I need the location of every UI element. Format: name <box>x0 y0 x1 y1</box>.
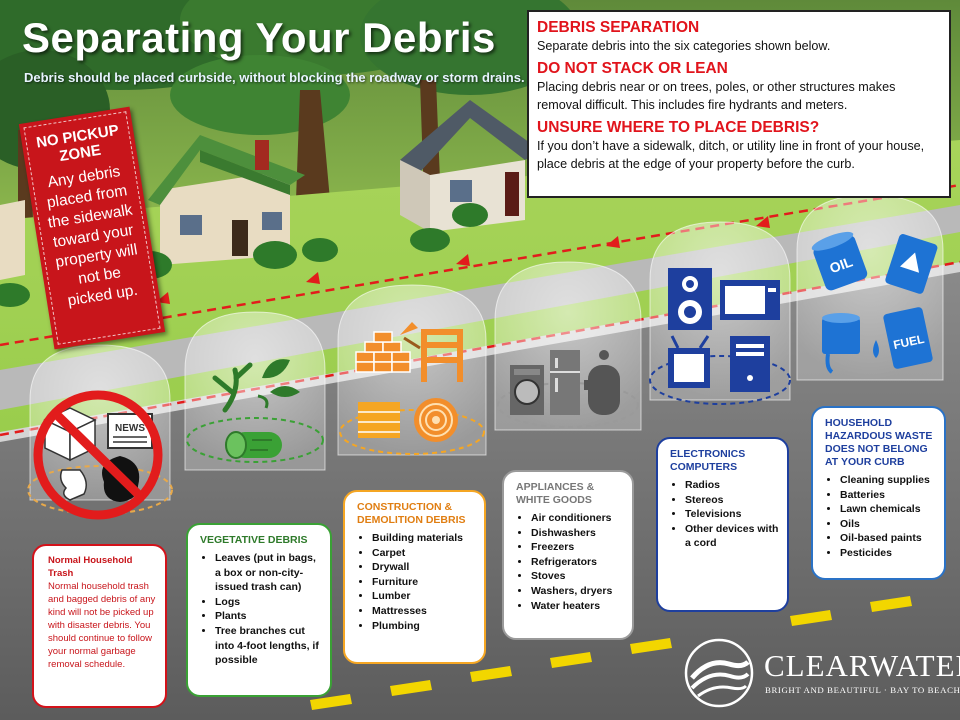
item-list: Air conditioners Dishwashers Freezers Re… <box>516 511 624 613</box>
list-item: Televisions <box>685 507 779 522</box>
list-item: Dishwashers <box>531 526 624 541</box>
list-item: Washers, dryers <box>531 584 624 599</box>
list-item: Oils <box>840 517 936 532</box>
bricks-chair-icon <box>355 322 463 442</box>
list-item: Pesticides <box>840 546 936 561</box>
list-item: Batteries <box>840 488 936 503</box>
dome-trash <box>27 344 173 515</box>
hazardous-icon: OIL FUEL <box>811 231 938 374</box>
list-item: Leaves (put in bags, a box or non-city-i… <box>215 551 322 595</box>
list-item: Refrigerators <box>531 555 624 570</box>
logo-name: CLEARWATER <box>764 648 960 683</box>
card-title: Normal Household Trash <box>48 555 133 579</box>
list-item: Furniture <box>372 575 476 590</box>
dome-vegetative <box>184 311 326 471</box>
list-item: Logs <box>215 595 322 610</box>
card-appliances: APPLIANCES & WHITE GOODS Air conditioner… <box>502 470 634 640</box>
house-far-left <box>0 200 25 280</box>
appliances-icon <box>510 350 620 415</box>
card-vegetative-debris: VEGETATIVE DEBRIS Leaves (put in bags, a… <box>186 523 332 697</box>
no-trash-icon: NEWS <box>33 390 163 520</box>
list-item: Lawn chemicals <box>840 502 936 517</box>
list-item: Oil-based paints <box>840 531 936 546</box>
electronics-icon <box>668 268 780 392</box>
card-title: HOUSEHOLD HAZARDOUS WASTE DOES NOT BELON… <box>825 417 933 468</box>
list-item: Water heaters <box>531 599 624 614</box>
list-item: Carpet <box>372 546 476 561</box>
news-text: NEWS <box>115 423 145 434</box>
list-item: Other devices with a cord <box>685 522 779 551</box>
card-title: VEGETATIVE DEBRIS <box>200 534 308 546</box>
card-title: ELECTRONICS COMPUTERS <box>670 448 746 473</box>
page-title: Separating Your Debris <box>22 14 496 61</box>
list-item: Plumbing <box>372 619 476 634</box>
list-item: Radios <box>685 478 779 493</box>
page-subtitle: Debris should be placed curbside, withou… <box>24 70 525 85</box>
clearwater-logo: CLEARWATER BRIGHT AND BEAUTIFUL · BAY TO… <box>684 638 960 708</box>
list-item: Air conditioners <box>531 511 624 526</box>
separation-heading: DEBRIS SEPARATION <box>537 19 700 36</box>
card-body: Normal household trash and bagged debris… <box>48 581 156 670</box>
unsure-heading: UNSURE WHERE TO PLACE DEBRIS? <box>537 119 820 136</box>
branches-logs-icon <box>212 359 300 459</box>
list-item: Stoves <box>531 569 624 584</box>
card-title: APPLIANCES & WHITE GOODS <box>516 481 595 506</box>
item-list: Radios Stereos Televisions Other devices… <box>670 478 779 551</box>
list-item: Mattresses <box>372 604 476 619</box>
no-pickup-zone-sign: NO PICKUP ZONE Any debris placed from th… <box>18 106 166 350</box>
logo-tagline: BRIGHT AND BEAUTIFUL · BAY TO BEACH <box>765 685 960 695</box>
list-item: Tree branches cut into 4-foot lengths, i… <box>215 624 322 668</box>
list-item: Plants <box>215 609 322 624</box>
list-item: Freezers <box>531 540 624 555</box>
item-list: Leaves (put in bags, a box or non-city-i… <box>200 551 322 668</box>
list-item: Stereos <box>685 493 779 508</box>
clearwater-wave-icon <box>684 638 754 708</box>
card-electronics: ELECTRONICS COMPUTERS Radios Stereos Tel… <box>656 437 789 612</box>
card-hazardous-waste: HOUSEHOLD HAZARDOUS WASTE DOES NOT BELON… <box>811 406 946 580</box>
oil-text: OIL <box>827 253 855 276</box>
card-title: CONSTRUCTION & DEMOLITION DEBRIS <box>357 501 466 526</box>
info-box: DEBRIS SEPARATION Separate debris into t… <box>527 10 951 198</box>
list-item: Lumber <box>372 589 476 604</box>
card-household-trash: Normal Household Trash Normal household … <box>32 544 167 708</box>
fuel-text: FUEL <box>892 332 926 352</box>
list-item: Cleaning supplies <box>840 473 936 488</box>
unsure-text: If you don’t have a sidewalk, ditch, or … <box>537 139 925 171</box>
no-stack-heading: DO NOT STACK OR LEAN <box>537 60 728 77</box>
separation-text: Separate debris into the six categories … <box>537 39 831 53</box>
house-left <box>148 135 305 265</box>
item-list: Cleaning supplies Batteries Lawn chemica… <box>825 473 936 561</box>
no-stack-text: Placing debris near or on trees, poles, … <box>537 80 896 112</box>
item-list: Building materials Carpet Drywall Furnit… <box>357 531 476 633</box>
card-construction-debris: CONSTRUCTION & DEMOLITION DEBRIS Buildin… <box>343 490 486 664</box>
list-item: Building materials <box>372 531 476 546</box>
list-item: Drywall <box>372 560 476 575</box>
